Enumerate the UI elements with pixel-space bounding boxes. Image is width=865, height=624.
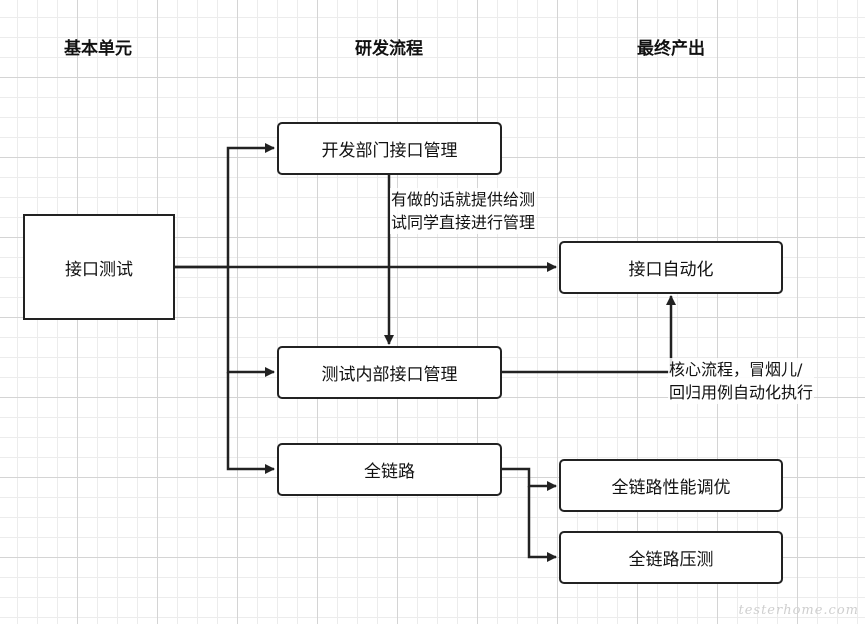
header-final-output: 最终产出 bbox=[637, 39, 705, 59]
node-api-test: 接口测试 bbox=[23, 214, 175, 320]
edge-api-test-to-full-link bbox=[226, 372, 275, 474]
annotation-dev-to-test: 有做的话就提供给测 试同学直接进行管理 bbox=[390, 188, 537, 234]
header-dev-process: 研发流程 bbox=[355, 39, 423, 59]
edge-api-test-to-dev-mgmt bbox=[175, 143, 275, 269]
header-basic-unit: 基本单元 bbox=[64, 39, 132, 59]
annotation-line: 回归用例自动化执行 bbox=[669, 383, 814, 402]
node-full-link-stress: 全链路压测 bbox=[559, 531, 783, 584]
watermark: testerhome.com bbox=[738, 603, 859, 618]
node-full-link: 全链路 bbox=[277, 443, 502, 496]
annotation-test-to-automation: 核心流程，冒烟儿/ 回归用例自动化执行 bbox=[668, 358, 815, 404]
node-dev-api-mgmt: 开发部门接口管理 bbox=[277, 122, 502, 175]
edge-test-mgmt-to-automation bbox=[502, 295, 676, 374]
edge-api-test-to-test-mgmt bbox=[226, 267, 275, 377]
node-full-link-perf: 全链路性能调优 bbox=[559, 459, 783, 512]
node-test-api-mgmt: 测试内部接口管理 bbox=[277, 346, 502, 399]
node-api-automation: 接口自动化 bbox=[559, 241, 783, 294]
edge-full-link-to-perf bbox=[502, 467, 557, 491]
edge-full-link-to-stress bbox=[527, 486, 557, 562]
annotation-line: 试同学直接进行管理 bbox=[391, 213, 536, 232]
annotation-line: 有做的话就提供给测 bbox=[391, 190, 536, 209]
annotation-line: 核心流程，冒烟儿/ bbox=[669, 360, 803, 379]
